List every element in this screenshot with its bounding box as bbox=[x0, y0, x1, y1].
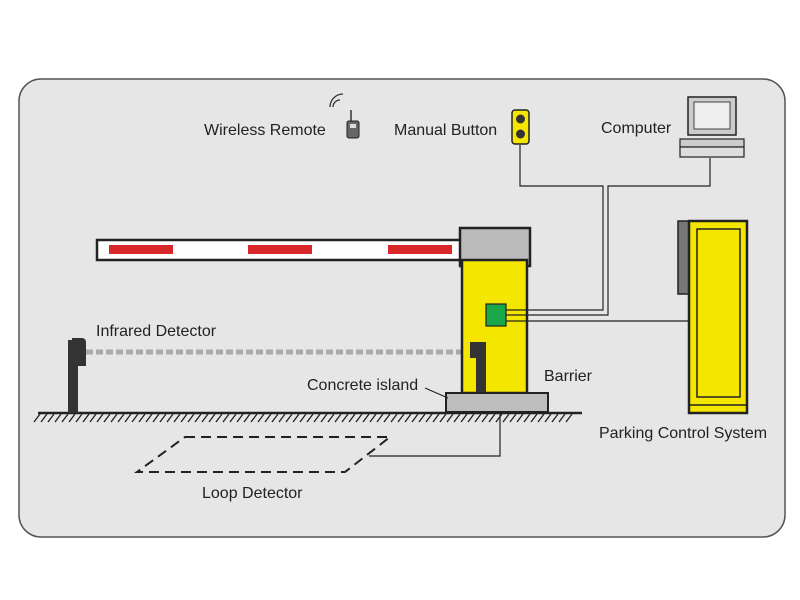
barrier-label: Barrier bbox=[544, 368, 593, 385]
concrete-island-label: Concrete island bbox=[307, 377, 418, 394]
manual-button-icon bbox=[511, 109, 530, 145]
wireless-remote-label: Wireless Remote bbox=[204, 122, 326, 139]
concrete-island-pointer bbox=[424, 387, 449, 399]
barrier-controller bbox=[485, 303, 507, 327]
computer-label: Computer bbox=[601, 120, 672, 137]
loop-detector-shape bbox=[133, 436, 393, 473]
control-wires bbox=[506, 145, 711, 322]
manual-button-label: Manual Button bbox=[394, 122, 497, 139]
parking-control-system bbox=[677, 219, 749, 415]
loop-detector-label: Loop Detector bbox=[202, 485, 303, 502]
concrete-island bbox=[445, 392, 549, 413]
barrier-arm bbox=[95, 238, 465, 262]
computer-icon bbox=[679, 96, 745, 158]
infrared-detector bbox=[68, 338, 86, 413]
parking-control-system-label: Parking Control System bbox=[599, 425, 767, 442]
wireless-remote-icon bbox=[329, 93, 360, 139]
infrared-detector-label: Infrared Detector bbox=[96, 323, 217, 340]
diagram-panel bbox=[18, 78, 786, 538]
